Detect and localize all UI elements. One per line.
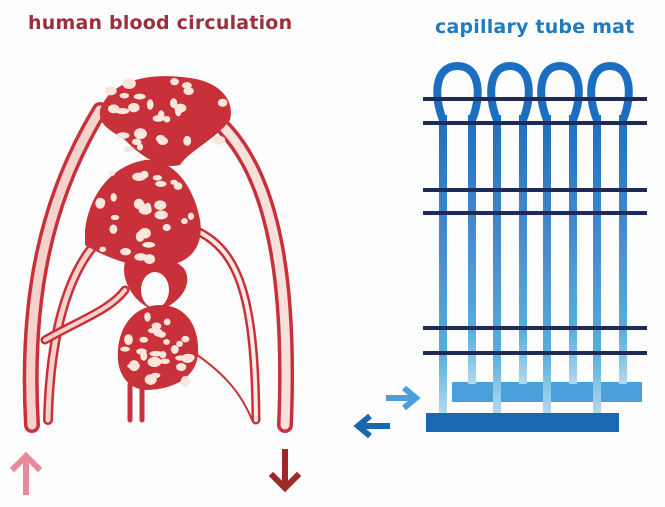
cell (159, 358, 170, 365)
cell (173, 182, 183, 190)
arrow-down-icon (268, 449, 302, 493)
cell (139, 336, 149, 343)
cell (213, 135, 226, 145)
cell (154, 200, 167, 211)
cell (170, 345, 179, 354)
cell (157, 137, 169, 145)
tube (593, 115, 601, 413)
cell (136, 143, 144, 151)
tube-loop (587, 61, 633, 122)
tube (619, 115, 627, 384)
cell (181, 335, 190, 343)
cell (183, 135, 192, 146)
crossbar (423, 211, 647, 215)
cell (159, 351, 167, 359)
cell (119, 92, 130, 99)
crossbar (423, 351, 647, 355)
cell (109, 224, 118, 234)
cell (183, 87, 194, 96)
capillary-tube-mat-title: capillary tube mat (435, 16, 635, 38)
cell (136, 348, 147, 355)
cell (163, 318, 171, 326)
tube-loop (537, 61, 583, 122)
cell (120, 346, 130, 352)
arrow-left-icon (353, 413, 390, 439)
tube (569, 115, 577, 384)
cell (108, 170, 116, 176)
cell (149, 350, 163, 357)
cell (147, 356, 162, 368)
blood-circulation-illustration (22, 76, 295, 433)
cell (99, 246, 107, 253)
cell (175, 355, 186, 361)
cell (180, 376, 190, 387)
cell (133, 93, 146, 100)
crossbar (423, 326, 647, 330)
cell (143, 254, 156, 265)
arrow-right-icon (386, 385, 421, 411)
cell (110, 214, 120, 221)
cell (132, 172, 146, 181)
capillary-cells (95, 78, 228, 387)
capillary-tube-mat-illustration (423, 61, 647, 432)
cell (155, 180, 167, 187)
tube (519, 115, 527, 384)
cell (128, 360, 140, 372)
cell (163, 338, 170, 345)
cell (146, 99, 154, 110)
crossbar (423, 121, 647, 125)
cell (162, 223, 171, 232)
cell (107, 104, 120, 114)
cell (142, 241, 156, 248)
crossbars (423, 97, 647, 355)
cell (217, 98, 228, 107)
cell (95, 197, 106, 209)
cell (157, 331, 166, 338)
cell (181, 218, 188, 225)
crossbar (423, 188, 647, 192)
cell (181, 82, 192, 89)
tube (493, 115, 501, 413)
tubes (433, 61, 633, 413)
cell (123, 145, 134, 153)
arrow-up-icon (9, 451, 43, 495)
cell (116, 132, 130, 139)
cell (124, 334, 133, 346)
cell (151, 322, 162, 330)
tube (543, 115, 551, 413)
cell (128, 102, 140, 113)
cell (134, 128, 147, 140)
tube (439, 115, 447, 413)
cell (120, 248, 131, 256)
cell (152, 115, 164, 122)
crossbar (423, 97, 647, 101)
tube (468, 115, 476, 384)
cell (174, 105, 182, 117)
cell (176, 362, 187, 372)
cell (138, 205, 152, 215)
cell (138, 228, 151, 239)
cell (131, 138, 142, 146)
tube-loop (433, 61, 482, 122)
cell (163, 116, 171, 123)
human-blood-circulation-title: human blood circulation (28, 12, 293, 34)
cell (105, 86, 117, 96)
cell (110, 193, 117, 202)
cell (187, 212, 195, 220)
cell (152, 174, 163, 181)
cell (144, 312, 151, 322)
cell (147, 328, 158, 334)
cell (186, 354, 195, 362)
inner-right-vessel (190, 225, 261, 425)
cell (170, 78, 179, 86)
tube-loop (487, 61, 533, 122)
cell (154, 210, 168, 220)
cell (150, 372, 161, 379)
cell (176, 340, 183, 347)
return-header (426, 413, 619, 432)
cell (122, 78, 136, 89)
